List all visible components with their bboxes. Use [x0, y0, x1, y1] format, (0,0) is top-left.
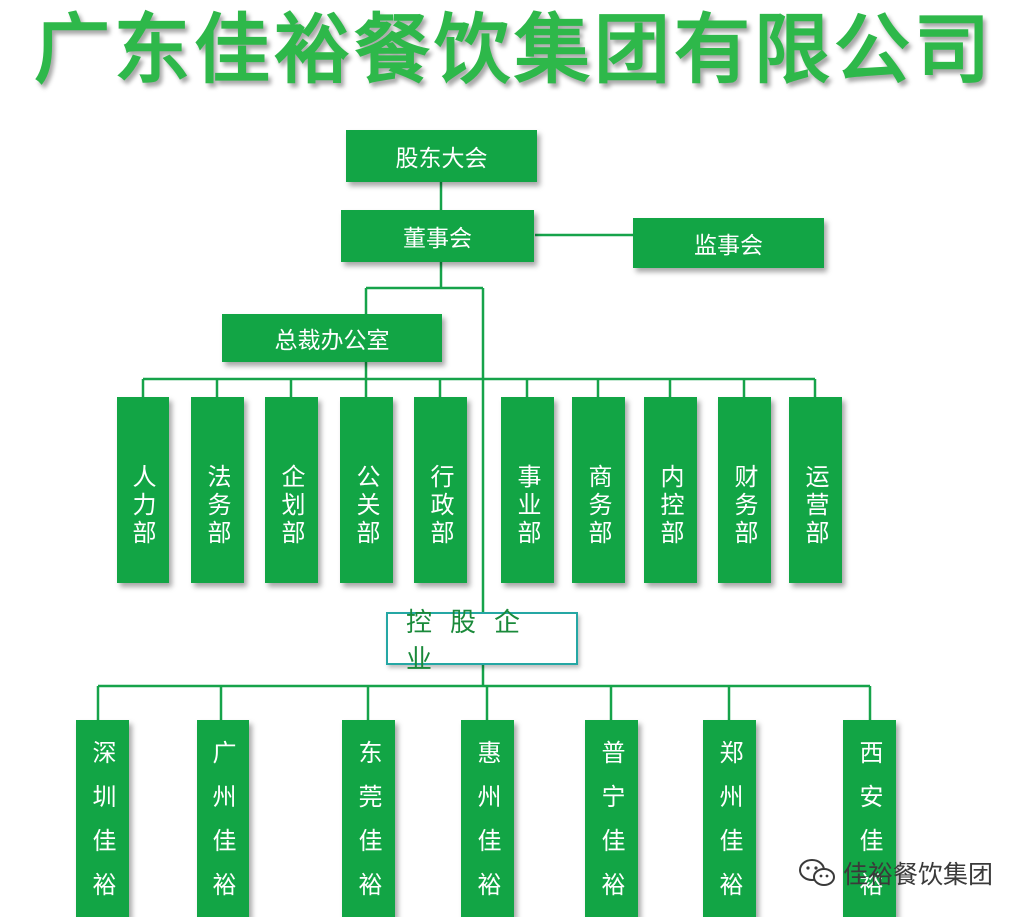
- supervisors-box: 监事会: [633, 218, 824, 268]
- dept-box-hr: 人力部: [117, 397, 169, 583]
- dept-box-pr: 公关部: [340, 397, 393, 583]
- enterprise-box-shenzhen: 深圳佳裕: [76, 720, 129, 917]
- watermark: 佳裕餐饮集团: [797, 855, 993, 891]
- dept-box-admin: 行政部: [414, 397, 467, 583]
- president-office-box: 总裁办公室: [222, 314, 442, 362]
- dept-box-finance: 财务部: [718, 397, 771, 583]
- shareholders-box: 股东大会: [346, 130, 537, 182]
- enterprise-box-zhengzhou: 郑州佳裕: [703, 720, 756, 917]
- board-box: 董事会: [341, 210, 534, 262]
- dept-box-commerce: 商务部: [572, 397, 625, 583]
- enterprise-box-huizhou: 惠州佳裕: [461, 720, 514, 917]
- enterprise-box-xian: 西安佳裕: [843, 720, 896, 917]
- wechat-icon: [797, 857, 837, 889]
- enterprise-box-guangzhou: 广州佳裕: [197, 720, 249, 917]
- dept-box-planning: 企划部: [265, 397, 318, 583]
- enterprise-box-dongguan: 东莞佳裕: [342, 720, 395, 917]
- dept-box-internal-control: 内控部: [644, 397, 697, 583]
- dept-box-operations: 运营部: [789, 397, 842, 583]
- dept-box-business: 事业部: [501, 397, 554, 583]
- dept-box-legal: 法务部: [191, 397, 244, 583]
- watermark-text: 佳裕餐饮集团: [843, 860, 994, 889]
- company-title: 广东佳裕餐饮集团有限公司: [34, 5, 994, 94]
- holding-box: 控股企业: [386, 608, 578, 675]
- enterprise-box-puning: 普宁佳裕: [585, 720, 638, 917]
